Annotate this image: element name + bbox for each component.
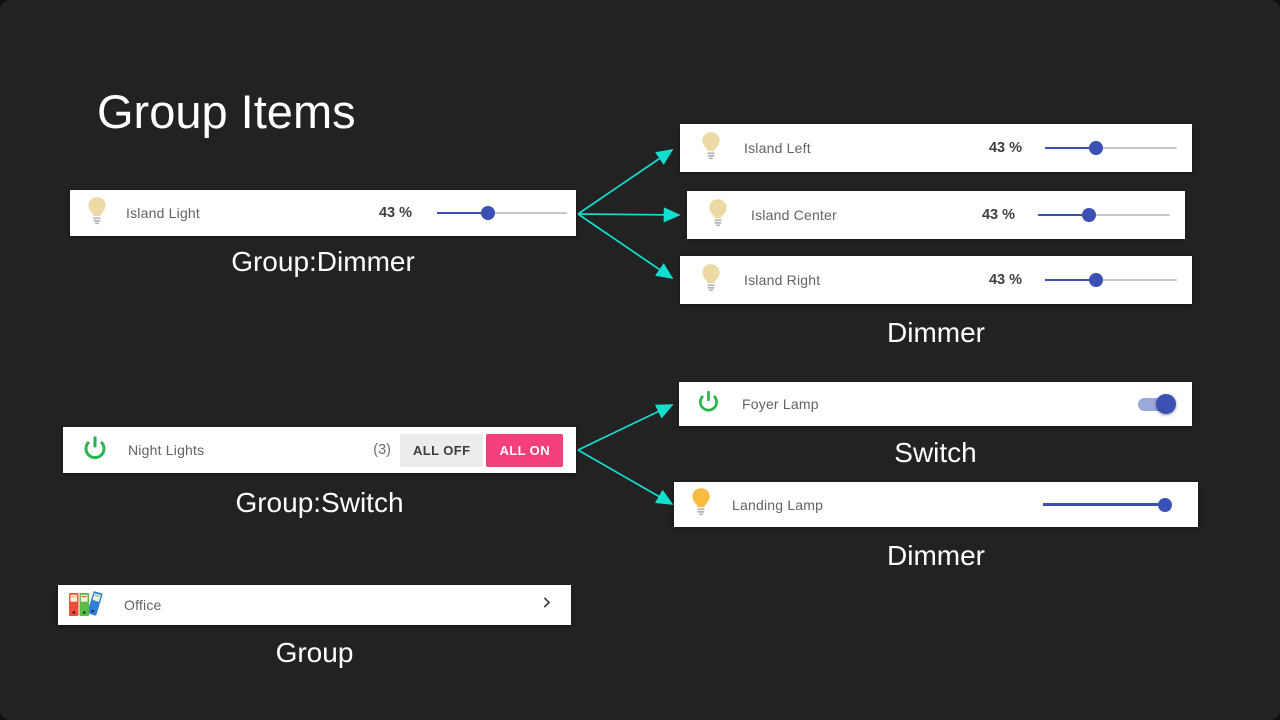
foyer-lamp-row: Foyer Lamp	[679, 382, 1192, 426]
office-group-row[interactable]: Office	[58, 585, 571, 625]
books-icon	[68, 588, 104, 623]
brightness-value: 43 %	[988, 272, 1022, 288]
item-label: Night Lights	[128, 442, 205, 458]
caption-group: Group	[275, 637, 354, 668]
caption-dimmer: Dimmer	[887, 317, 985, 348]
bulb-icon	[700, 263, 722, 298]
item-label: Island Right	[744, 272, 821, 288]
bulb-icon	[700, 131, 722, 166]
member-count: (3)	[373, 442, 391, 458]
island-left-row: Island Left 43 %	[680, 124, 1192, 172]
all-off-button[interactable]: ALL OFF	[399, 433, 484, 467]
caption-group-dimmer: Group:Dimmer	[231, 246, 415, 277]
caption-switch: Switch	[894, 437, 977, 468]
brightness-slider[interactable]	[1043, 497, 1172, 512]
night-lights-row: Night Lights (3) ALL OFF ALL ON	[63, 427, 576, 473]
bulb-icon	[86, 196, 108, 231]
caption-dimmer: Dimmer	[887, 540, 985, 571]
all-on-button[interactable]: ALL ON	[486, 433, 563, 467]
island-right-row: Island Right 43 %	[680, 256, 1192, 304]
bulb-icon	[690, 487, 712, 522]
brightness-slider[interactable]	[1045, 273, 1177, 287]
landing-lamp-row: Landing Lamp	[674, 482, 1198, 527]
item-label: Island Light	[126, 205, 201, 221]
brightness-value: 43 %	[988, 140, 1022, 156]
item-label: Island Center	[751, 207, 837, 223]
item-label: Office	[124, 597, 162, 613]
power-icon	[695, 388, 722, 420]
toggle-switch[interactable]	[1138, 394, 1176, 414]
brightness-value: 43 %	[378, 205, 412, 221]
caption-group-switch: Group:Switch	[235, 487, 404, 518]
item-label: Foyer Lamp	[742, 396, 819, 412]
brightness-slider[interactable]	[1038, 208, 1170, 222]
brightness-value: 43 %	[981, 207, 1015, 223]
power-icon	[80, 433, 110, 468]
item-label: Island Left	[744, 140, 811, 156]
island-center-row: Island Center 43 %	[687, 191, 1185, 239]
brightness-slider[interactable]	[1045, 141, 1177, 155]
item-label: Landing Lamp	[732, 496, 824, 513]
bulb-icon	[707, 198, 729, 233]
island-light-row: Island Light 43 %	[70, 190, 576, 236]
brightness-slider[interactable]	[437, 206, 567, 220]
page-title: Group Items	[97, 85, 356, 138]
chevron-right-icon	[538, 594, 555, 616]
